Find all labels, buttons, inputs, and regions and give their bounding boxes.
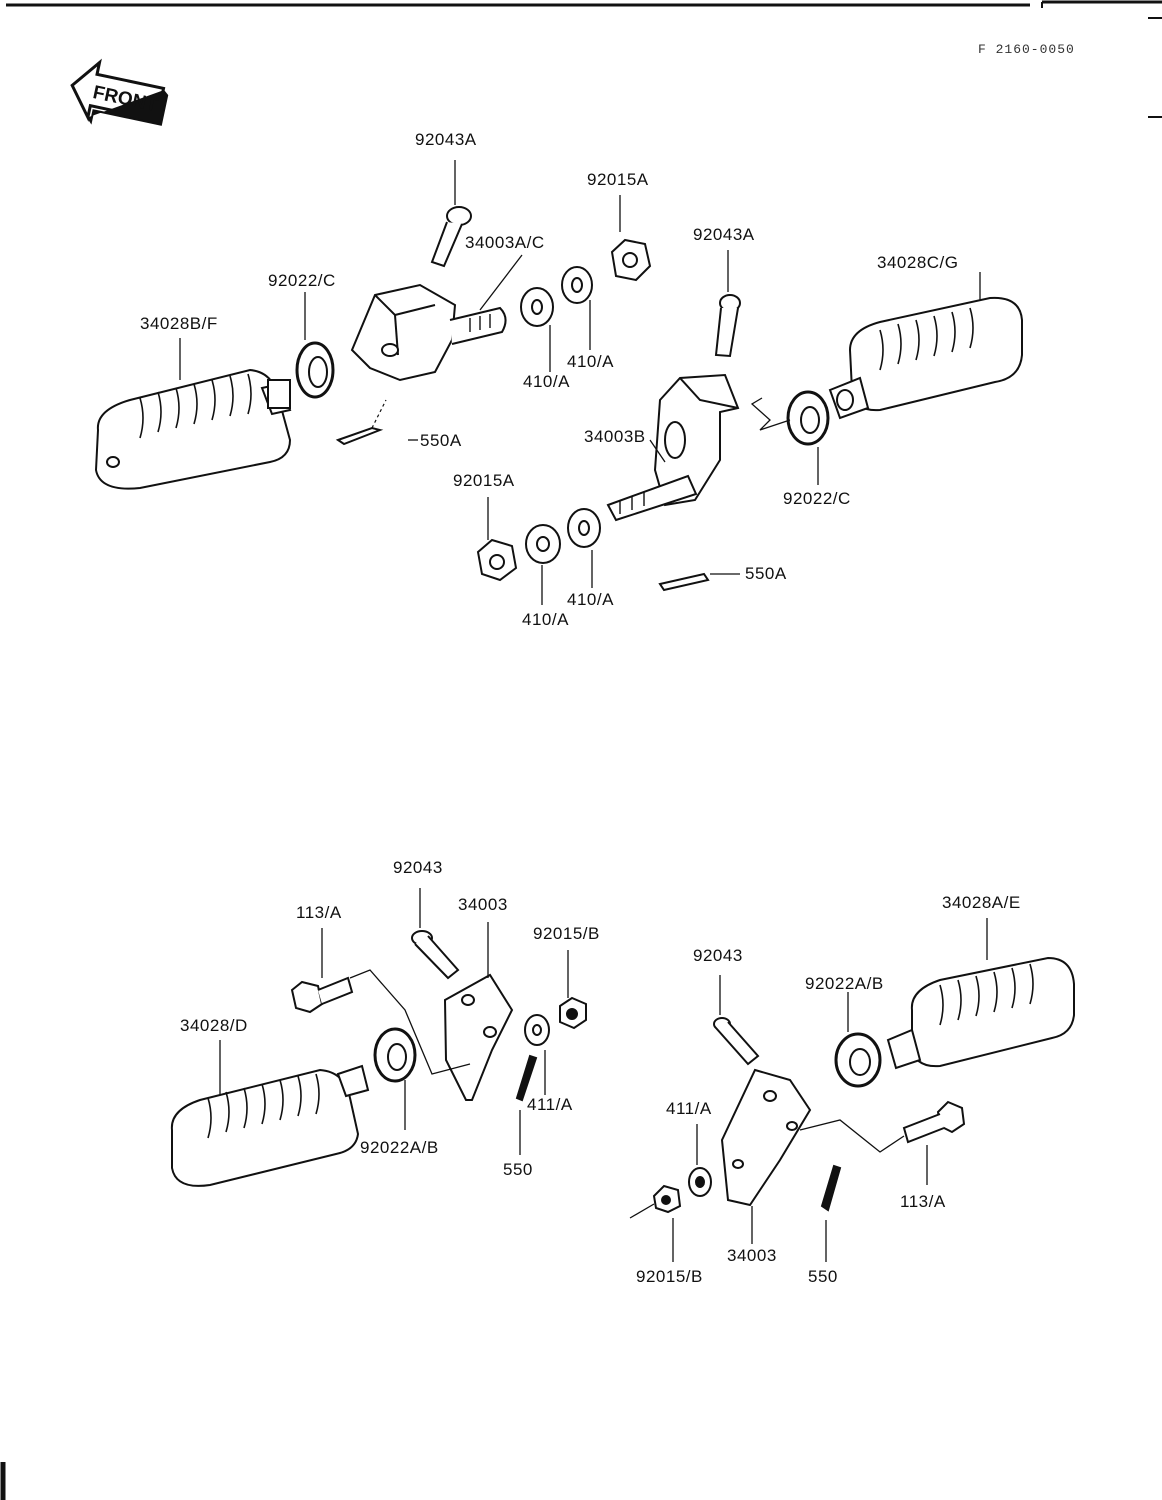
label-bolt-92043a-left: 92043A: [415, 130, 477, 149]
label-bolt-92043a-right: 92043A: [693, 225, 755, 244]
label-washer-410a-4: 410/A: [567, 590, 614, 609]
pin-92043-right-icon: [713, 1017, 760, 1066]
washer-92022c-left-icon: [295, 341, 335, 399]
label-washer-411a-left: 411/A: [527, 1095, 573, 1114]
label-pin-92043-left: 92043: [393, 858, 443, 877]
nut-92015a-bottom-icon: [476, 538, 518, 582]
label-washer-92022c-left: 92022/C: [268, 271, 336, 290]
label-washer-411a-right: 411/A: [666, 1099, 712, 1118]
label-nut-92015b-left: 92015/B: [533, 924, 600, 943]
label-nut-92015a-bottom: 92015A: [453, 471, 515, 490]
nut-92015a-top-icon: [610, 238, 652, 282]
label-cotter-550-left: 550: [503, 1160, 533, 1179]
pin-92043-left-icon: [411, 930, 460, 980]
bolt-113a-right-icon: [902, 1100, 966, 1144]
bolt-113a-left-icon: [290, 976, 354, 1014]
washer-92022ab-left-icon: [373, 1027, 417, 1083]
peg-left-lower: [170, 1064, 370, 1187]
bracket-34003-right-icon: [720, 1068, 812, 1207]
label-peg-34028bf: 34028B/F: [140, 314, 218, 333]
bracket-34003-left-icon: [443, 973, 514, 1101]
label-bracket-34003-right: 34003: [727, 1246, 777, 1265]
label-washer-410a-2: 410/A: [567, 352, 614, 371]
cotter-pin-550-left-icon: [515, 1054, 538, 1102]
label-pin-550a-right: 550A: [745, 564, 787, 583]
label-pin-550a-left: 550A: [420, 431, 462, 450]
nut-92015b-left-icon: [559, 996, 587, 1030]
label-peg-34028cg: 34028C/G: [877, 253, 959, 272]
label-bolt-113a-left: 113/A: [296, 903, 342, 922]
washer-92022ab-right-icon: [834, 1032, 882, 1088]
label-washer-92022ab-right: 92022A/B: [805, 974, 884, 993]
label-washer-92022c-right: 92022/C: [783, 489, 851, 508]
peg-right-lower: [886, 956, 1075, 1070]
cotter-pin-550-right-icon: [820, 1164, 842, 1212]
label-bolt-113a-right: 113/A: [900, 1192, 946, 1211]
label-bracket-34003-left: 34003: [458, 895, 508, 914]
cotter-pin-550a-left-icon: [335, 399, 387, 446]
label-washer-410a-1: 410/A: [523, 372, 570, 391]
bolt-92043a-right-icon: [714, 294, 741, 358]
peg-right-upper: [828, 296, 1023, 420]
nut-92015b-right-icon: [652, 1184, 682, 1214]
label-pin-92043-right: 92043: [693, 946, 743, 965]
peg-left-upper: [94, 368, 292, 490]
label-nut-92015b-right: 92015/B: [636, 1267, 703, 1286]
label-peg-34028ae: 34028A/E: [942, 893, 1021, 912]
bracket-34003b-icon: [653, 373, 740, 507]
label-bracket-34003ac: 34003A/C: [465, 233, 545, 252]
upper-assembly: [94, 160, 1023, 605]
lower-assembly: [170, 888, 1075, 1262]
label-peg-34028d: 34028/D: [180, 1016, 248, 1035]
label-washer-410a-3: 410/A: [522, 610, 569, 629]
figure-code: F 2160-0050: [978, 42, 1075, 57]
cotter-pin-550a-right-icon: [658, 572, 710, 592]
label-nut-92015a-top: 92015A: [587, 170, 649, 189]
label-bracket-34003b: 34003B: [584, 427, 646, 446]
bolt-92043a-left-icon: [430, 206, 472, 268]
label-cotter-550-right: 550: [808, 1267, 838, 1286]
label-washer-92022ab-left: 92022A/B: [360, 1138, 439, 1157]
bracket-34003ac-icon: [350, 283, 507, 382]
front-arrow-icon: FRONT: [70, 58, 169, 126]
washer-92022c-right-icon: [786, 390, 830, 446]
